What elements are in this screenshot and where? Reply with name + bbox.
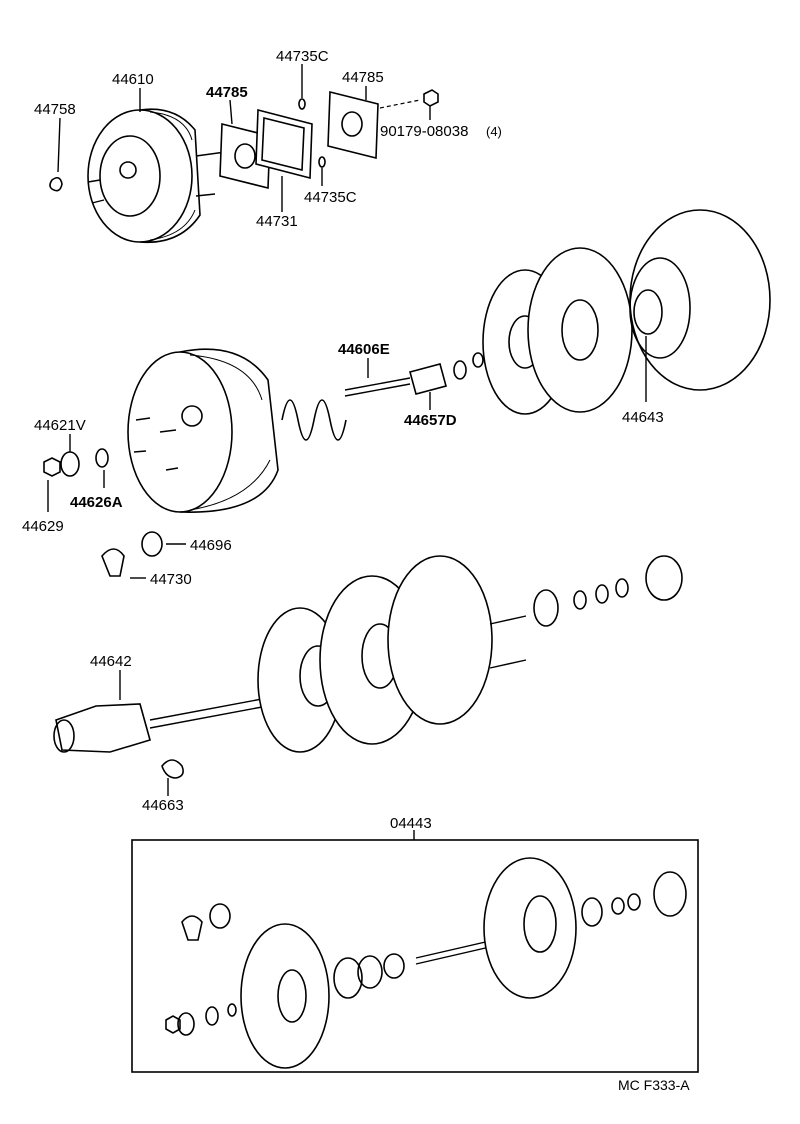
spring-drawing bbox=[281, 399, 347, 441]
valve-44730-drawing bbox=[101, 548, 125, 577]
front-shell-drawing bbox=[127, 348, 279, 513]
label-04443: 04443 bbox=[390, 815, 432, 832]
label-90179-08038: 90179-08038 bbox=[380, 123, 468, 140]
shell-lower-drawing bbox=[387, 555, 493, 725]
nut-90179-drawing bbox=[423, 89, 439, 107]
pin-44735c-bot-drawing bbox=[318, 156, 326, 168]
gasket-44785-b-drawing bbox=[327, 90, 379, 160]
label-44610: 44610 bbox=[112, 71, 154, 88]
label-44642: 44642 bbox=[90, 653, 132, 670]
label-44730: 44730 bbox=[150, 571, 192, 588]
clip-44663-drawing bbox=[161, 759, 184, 779]
label-44663: 44663 bbox=[142, 797, 184, 814]
valve-44657d-drawing bbox=[409, 363, 447, 395]
label-44629: 44629 bbox=[22, 518, 64, 535]
clip-44758-drawing bbox=[49, 176, 63, 192]
seal-44643-drawing bbox=[633, 289, 663, 335]
seal-lower-b-drawing bbox=[645, 555, 683, 601]
rear-shell-drawing bbox=[629, 209, 771, 391]
label-44626a: 44626A bbox=[70, 494, 123, 511]
label-44643: 44643 bbox=[622, 409, 664, 426]
ring-44621v-drawing bbox=[60, 451, 80, 477]
body-44642-drawing bbox=[55, 703, 151, 753]
label-44621v: 44621V bbox=[34, 417, 86, 434]
rod-44606e-drawing bbox=[344, 377, 411, 391]
label-44785-b: 44785 bbox=[342, 69, 384, 86]
pin-44735c-top-drawing bbox=[298, 98, 306, 110]
label-44758: 44758 bbox=[34, 101, 76, 118]
booster-assembly-drawing bbox=[87, 108, 241, 244]
label-44696: 44696 bbox=[190, 537, 232, 554]
bushing-44696-drawing bbox=[141, 531, 163, 557]
seal-lower-a-drawing bbox=[533, 589, 559, 627]
label-44731: 44731 bbox=[256, 213, 298, 230]
retainer-44629-drawing bbox=[43, 457, 61, 477]
washer-44626a-drawing bbox=[95, 448, 109, 468]
label-90179-qty: (4) bbox=[486, 124, 502, 139]
label-44735c-bottom: 44735C bbox=[304, 189, 357, 206]
label-44657d: 44657D bbox=[404, 412, 457, 429]
kit-04443-frame bbox=[131, 839, 699, 1073]
kit-parts-drawing bbox=[165, 857, 687, 1069]
label-44785-a: 44785 bbox=[206, 84, 248, 101]
label-44735c-top: 44735C bbox=[276, 48, 329, 65]
diaphragm-plate-b-drawing bbox=[527, 247, 633, 413]
catalog-code: MC F333-A bbox=[618, 1077, 690, 1093]
label-44606e: 44606E bbox=[338, 341, 390, 358]
